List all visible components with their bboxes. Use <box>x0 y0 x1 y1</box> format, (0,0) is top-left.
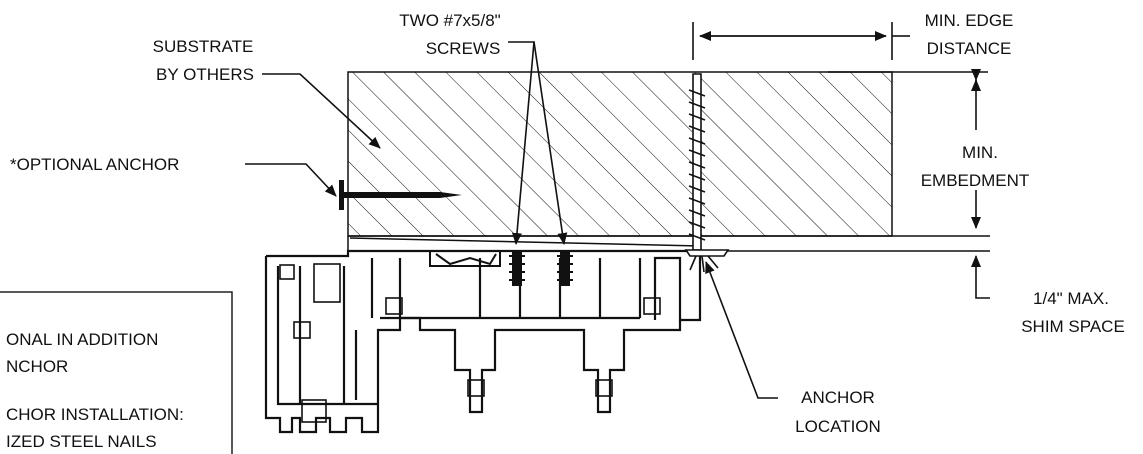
anchor-location-label-line1: ANCHOR <box>801 388 875 407</box>
anchor-location-label-line2: LOCATION <box>795 417 881 436</box>
shim-gap-lines <box>347 235 990 252</box>
min-edge-dimension <box>692 22 910 60</box>
note-line-2: NCHOR <box>6 357 68 376</box>
glazing-bead <box>429 251 501 267</box>
min-embedment-label-line1: MIN. <box>962 143 998 162</box>
substrate-label-line1: SUBSTRATE <box>153 37 254 56</box>
notes-box: ONAL IN ADDITION NCHOR CHOR INSTALLATION… <box>0 291 233 454</box>
leader-lines <box>245 41 778 399</box>
optional-anchor-label: *OPTIONAL ANCHOR <box>10 155 179 174</box>
callout-labels: TWO #7x5/8" SCREWS MIN. EDGE DISTANCE SU… <box>10 11 1125 436</box>
min-embedment-label-line2: EMBEDMENT <box>921 171 1030 190</box>
substrate-block <box>347 71 893 237</box>
min-embedment-dimension <box>828 69 988 229</box>
min-edge-label-line1: MIN. EDGE <box>925 11 1014 30</box>
anchor-screw <box>684 73 730 273</box>
note-line-4: IZED STEEL NAILS <box>6 432 157 451</box>
substrate-label-line2: BY OTHERS <box>156 65 254 84</box>
note-line-3: CHOR INSTALLATION: <box>6 405 184 424</box>
shim-space-label-line1: 1/4" MAX. <box>1033 289 1109 308</box>
shim-space-label-line2: SHIM SPACE <box>1021 317 1125 336</box>
profile-vent-squares <box>279 263 661 423</box>
note-line-1: ONAL IN ADDITION <box>6 330 158 349</box>
shim-space-dimension <box>971 255 990 299</box>
screws-label-line2: SCREWS <box>426 39 501 58</box>
screws-label-line1: TWO #7x5/8" <box>399 11 500 30</box>
screw-left <box>509 250 525 286</box>
window-frame-profile <box>264 249 702 434</box>
min-edge-label-line2: DISTANCE <box>927 39 1012 58</box>
screw-right <box>557 250 573 286</box>
optional-anchor-nail <box>339 180 462 210</box>
